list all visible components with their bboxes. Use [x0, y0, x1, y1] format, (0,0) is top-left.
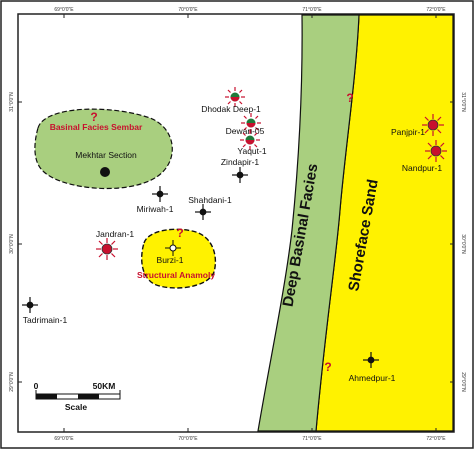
zindapir-label: Zindapir-1	[221, 157, 260, 167]
jandran-well-marker	[96, 238, 118, 260]
scale-bar	[35, 390, 121, 400]
nandpur-well-marker	[425, 140, 447, 162]
scale-end-label: 50KM	[93, 381, 116, 391]
scale-title: Scale	[65, 402, 87, 412]
structural-anomaly-zone	[141, 228, 217, 289]
basinal-sembar-zone	[34, 108, 173, 190]
yaqut-well-marker	[240, 130, 260, 150]
yaqut-label: Yaqut-1	[237, 146, 266, 156]
graticule-ticks	[18, 14, 454, 432]
panjpir-well-marker	[422, 114, 444, 136]
tick-right-1: 31°0'0"N	[460, 92, 466, 112]
mekhtar-label: Mekhtar Section	[75, 150, 137, 160]
miriwah-well-marker	[152, 186, 168, 202]
burzi-label: Burzi-1	[157, 255, 184, 265]
ahmedpur-well-marker	[363, 352, 379, 368]
nandpur-label: Nandpur-1	[402, 163, 442, 173]
miriwah-label: Miriwah-1	[137, 204, 174, 214]
tick-bottom-3: 71°0'0"E	[302, 436, 322, 442]
tick-top-1: 69°0'0"E	[54, 7, 74, 13]
tick-bottom-4: 72°0'0"E	[426, 436, 446, 442]
tick-left-1: 31°0'0"N	[9, 92, 15, 112]
unknown-marker-shoreface: ?	[346, 91, 353, 105]
jandran-label: Jandran-1	[96, 229, 135, 239]
burzi-well-marker	[165, 240, 181, 256]
tadrimain-well-marker	[22, 297, 38, 313]
dhodak-well-marker	[225, 87, 245, 107]
ahmedpur-label: Ahmedpur-1	[349, 373, 396, 383]
unknown-marker-basin-south: ?	[324, 360, 331, 374]
tick-bottom-1: 69°0'0"E	[54, 436, 74, 442]
panjpir-label: Panjpir-1	[391, 127, 425, 137]
tick-top-2: 70°0'0"E	[178, 7, 198, 13]
zindapir-well-marker	[232, 167, 248, 183]
tadrimain-label: Tadrimain-1	[23, 315, 68, 325]
deep-basinal-zone	[257, 14, 360, 432]
dhodak-label: Dhodak Deep-1	[201, 104, 261, 114]
tick-bottom-2: 70°0'0"E	[178, 436, 198, 442]
unknown-marker-anomaly: ?	[176, 226, 183, 240]
shahdani-well-marker	[195, 204, 211, 220]
tick-right-2: 30°0'0"N	[460, 234, 466, 254]
tick-top-4: 72°0'0"E	[426, 7, 446, 13]
basinal-sembar-label: Basinal Facies Sembar	[50, 122, 143, 132]
tick-top-3: 71°0'0"E	[302, 7, 322, 13]
unknown-marker-sembar: ?	[90, 110, 97, 124]
scale-start-label: 0	[34, 381, 39, 391]
dewan-label: Dewan-05	[226, 126, 265, 136]
dewan-well-marker	[241, 113, 261, 133]
tick-left-3: 29°0'0"N	[9, 372, 15, 392]
tick-left-2: 30°0'0"N	[9, 234, 15, 254]
mekhtar-outcrop-marker	[100, 167, 110, 177]
tick-right-3: 29°0'0"N	[460, 372, 466, 392]
shahdani-label: Shahdani-1	[188, 195, 232, 205]
structural-anomaly-label: Structural Anamoly	[137, 270, 215, 280]
